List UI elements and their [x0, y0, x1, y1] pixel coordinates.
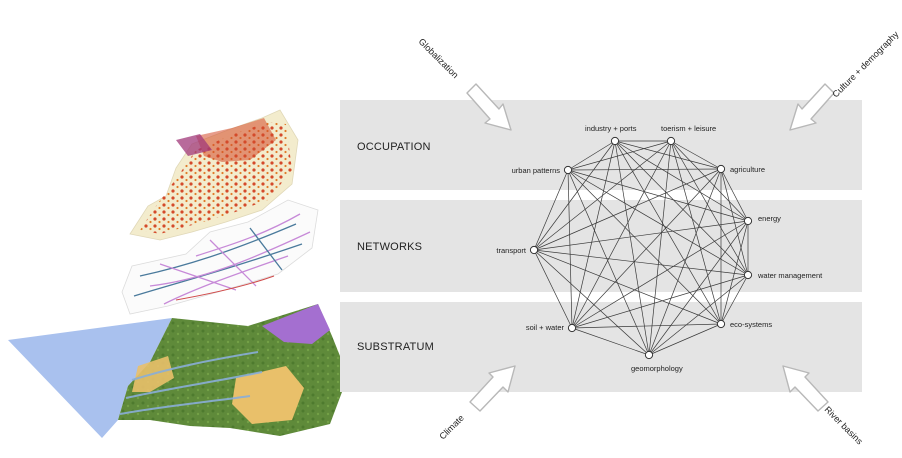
connection-energy-geomorphology: [648, 220, 749, 356]
connection-agriculture-water_management: [720, 168, 749, 276]
connection-toerism_leisure-eco_systems: [670, 140, 722, 325]
connection-soil_water-transport: [533, 249, 573, 329]
node-geomorphology: [644, 350, 654, 360]
map-stack: [8, 109, 348, 438]
connection-eco_systems-urban_patterns: [567, 169, 722, 325]
connection-agriculture-geomorphology: [648, 168, 722, 356]
force-label-culture-demography: Culture + demography: [830, 29, 901, 100]
force-label-climate: Climate: [437, 413, 466, 442]
road-network: [133, 213, 311, 305]
connection-eco_systems-geomorphology: [648, 323, 722, 356]
purple-urban: [176, 134, 212, 156]
node-agriculture: [716, 164, 726, 174]
connection-industry_ports-water_management: [614, 140, 749, 276]
connection-toerism_leisure-soil_water: [571, 140, 672, 329]
connection-water_management-eco_systems: [720, 274, 749, 325]
connection-industry_ports-energy: [614, 140, 749, 222]
connection-agriculture-soil_water: [571, 168, 722, 329]
node-energy: [743, 216, 753, 226]
connection-toerism_leisure-geomorphology: [648, 140, 672, 356]
node-label-industry_ports: industry + ports: [585, 124, 637, 133]
node-soil_water: [567, 323, 577, 333]
arrow-climate: [469, 365, 516, 412]
force-arrows: [466, 83, 835, 412]
node-label-toerism_leisure: toerism + leisure: [661, 124, 716, 133]
node-eco_systems: [716, 319, 726, 329]
node-label-water_management: water management: [757, 271, 823, 280]
node-label-geomorphology: geomorphology: [631, 364, 683, 373]
connection-toerism_leisure-transport: [533, 140, 672, 251]
layer-title-networks: NETWORKS: [357, 241, 422, 253]
force-label-river-basins: River basins: [823, 404, 865, 446]
connection-geomorphology-urban_patterns: [567, 169, 650, 356]
arrow-globalization: [466, 83, 512, 131]
force-label-globalization: Globalization: [417, 36, 461, 80]
node-label-transport: transport: [496, 246, 527, 255]
layer-title-substratum: SUBSTRATUM: [357, 341, 434, 353]
sea-area: [8, 318, 172, 438]
connection-agriculture-energy: [720, 168, 749, 222]
connection-industry_ports-urban_patterns: [567, 140, 616, 171]
estuary-lines: [119, 351, 263, 415]
node-transport: [529, 245, 539, 255]
node-label-soil_water: soil + water: [526, 323, 565, 332]
connection-eco_systems-transport: [533, 249, 722, 325]
node-urban_patterns: [563, 165, 573, 175]
connection-transport-urban_patterns: [533, 169, 569, 251]
connection-eco_systems-soil_water: [571, 323, 722, 329]
connection-agriculture-transport: [533, 168, 722, 251]
node-label-energy: energy: [758, 214, 781, 223]
band-substratum: [340, 302, 862, 392]
connection-soil_water-urban_patterns: [567, 169, 573, 329]
sand-area-right: [232, 366, 304, 424]
layer-titles: OCCUPATION NETWORKS SUBSTRATUM: [357, 141, 434, 353]
band-occupation: [340, 100, 862, 190]
node-label-agriculture: agriculture: [730, 165, 765, 174]
urban-core: [196, 118, 276, 162]
connection-water_management-urban_patterns: [567, 169, 749, 276]
connection-energy-eco_systems: [720, 220, 749, 325]
connection-industry_ports-transport: [533, 140, 616, 251]
networks-map: [121, 199, 319, 315]
node-toerism_leisure: [666, 136, 676, 146]
layer-title-occupation: OCCUPATION: [357, 141, 431, 153]
network-nodes: [529, 136, 753, 360]
connection-toerism_leisure-urban_patterns: [567, 140, 672, 171]
substratum-map: [8, 304, 348, 438]
node-label-eco_systems: eco-systems: [730, 320, 772, 329]
connection-toerism_leisure-agriculture: [670, 140, 722, 170]
connection-toerism_leisure-water_management: [670, 140, 749, 276]
connection-agriculture-urban_patterns: [567, 168, 722, 171]
connection-geomorphology-transport: [533, 249, 650, 356]
connection-energy-soil_water: [571, 220, 749, 329]
connection-geomorphology-soil_water: [571, 327, 650, 356]
connection-lines: [533, 140, 749, 356]
occupation-map: [129, 109, 299, 241]
purple-area: [262, 304, 330, 344]
node-industry_ports: [610, 136, 620, 146]
connection-water_management-transport: [533, 249, 749, 276]
connection-energy-urban_patterns: [567, 169, 749, 222]
node-label-urban_patterns: urban patterns: [512, 166, 561, 175]
connection-industry_ports-geomorphology: [614, 140, 650, 356]
connection-industry_ports-soil_water: [571, 140, 616, 329]
arrow-culture-demography: [789, 83, 835, 131]
node-water_management: [743, 270, 753, 280]
network-node-labels: industry + ports toerism + leisure agricul…: [496, 124, 823, 373]
arrow-river-basins: [782, 365, 829, 412]
connection-water_management-soil_water: [571, 274, 749, 329]
connection-industry_ports-agriculture: [614, 140, 722, 170]
